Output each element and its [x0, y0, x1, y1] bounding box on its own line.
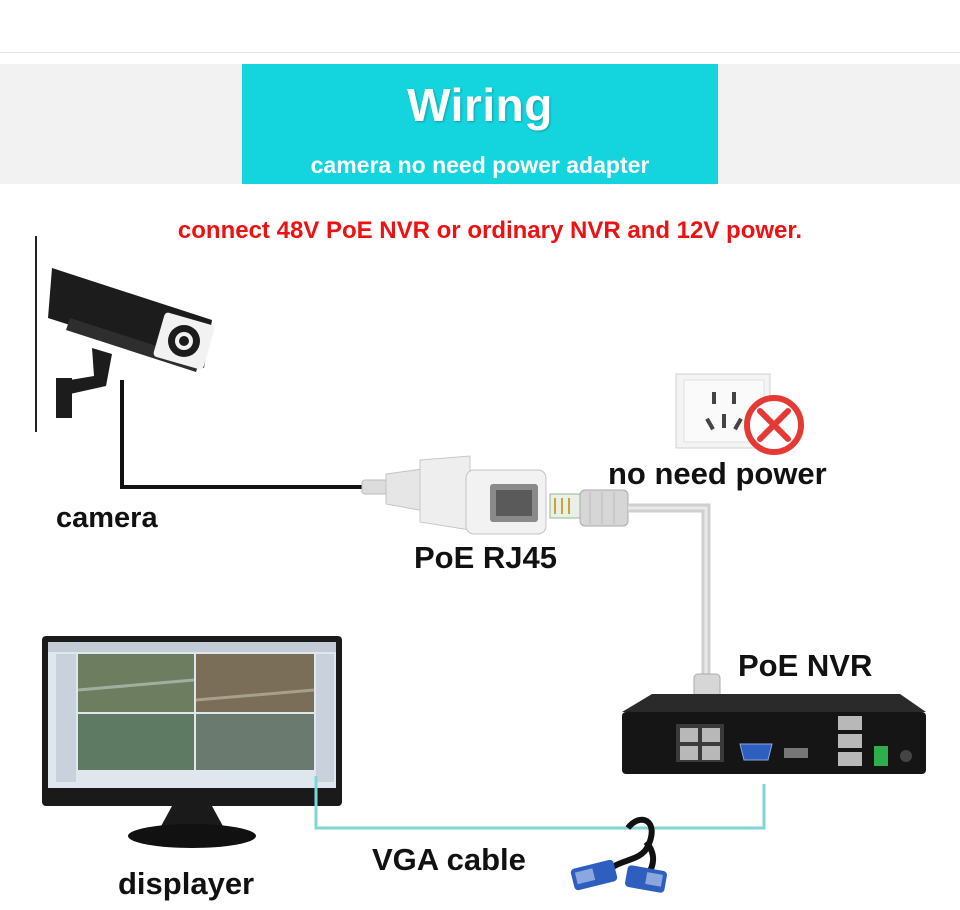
title-banner: Wiring camera no need power adapter — [242, 64, 718, 184]
label-poe-nvr: PoE NVR — [738, 648, 873, 683]
lan-cable — [628, 503, 711, 680]
lan-cable-highlight — [628, 506, 708, 680]
connection-note: connect 48V PoE NVR or ordinary NVR and … — [177, 217, 803, 244]
label-vga-cable: VGA cable — [372, 842, 526, 877]
prohibited-icon — [744, 395, 804, 455]
page-subtitle: camera no need power adapter — [310, 152, 650, 178]
rj45-plug — [549, 489, 629, 527]
label-displayer: displayer — [118, 866, 255, 901]
nvr-box-icon — [622, 694, 926, 774]
cctv-camera-icon — [48, 268, 215, 418]
top-divider — [0, 52, 960, 53]
rj45-female-connector — [361, 455, 547, 535]
page-title: Wiring — [407, 79, 553, 131]
label-camera: camera — [56, 502, 158, 534]
vga-cable-icon — [570, 816, 667, 893]
label-poe-rj45: PoE RJ45 — [414, 540, 558, 575]
label-no-need-power: no need power — [608, 456, 827, 491]
monitor-icon — [42, 636, 342, 848]
camera-cable — [120, 380, 375, 489]
vga-line — [314, 776, 766, 830]
